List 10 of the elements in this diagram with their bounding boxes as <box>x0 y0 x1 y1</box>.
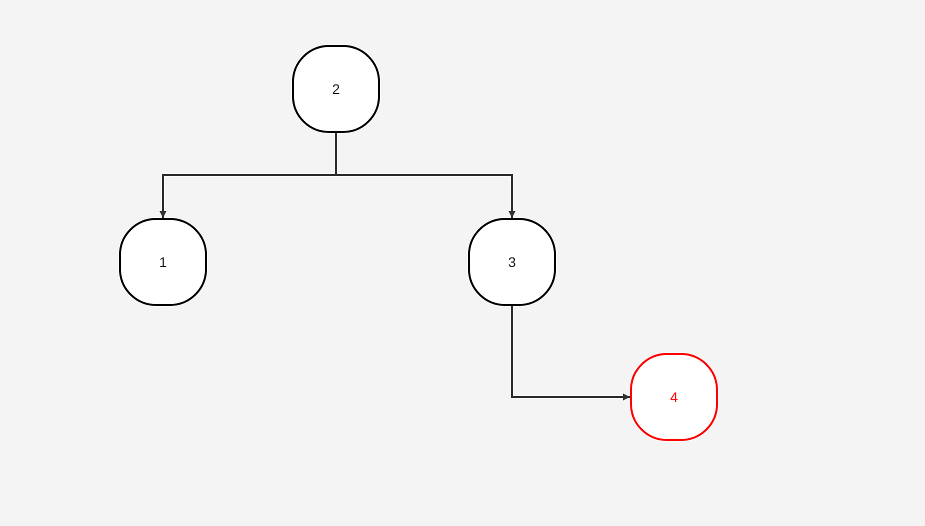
node-label: 3 <box>508 253 516 272</box>
connector-arrow <box>335 133 516 218</box>
rounded-node <box>119 218 207 306</box>
connector-arrow <box>511 306 630 400</box>
node-label: 2 <box>332 80 340 99</box>
rounded-node <box>630 353 718 441</box>
rounded-node <box>292 45 380 133</box>
rounded-node <box>468 218 556 306</box>
node-label: 1 <box>159 253 167 272</box>
node-label: 4 <box>670 388 678 407</box>
